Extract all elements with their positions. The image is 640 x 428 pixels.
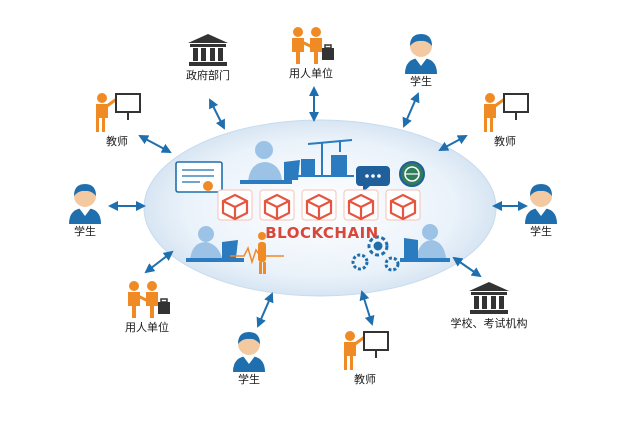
arrow-10 xyxy=(359,290,375,326)
node-label: 学校、考试机构 xyxy=(450,317,528,330)
handshake-employer-icon xyxy=(102,280,192,320)
block-1 xyxy=(259,189,295,221)
arrow-9 xyxy=(256,292,274,328)
node-label: 教师 xyxy=(354,373,376,386)
crane-factory-icon xyxy=(296,139,354,177)
arrow-2 xyxy=(402,92,420,128)
node-2: 学生 xyxy=(376,32,466,89)
certificate-icon xyxy=(175,161,223,193)
handshake-employer-icon xyxy=(266,26,356,66)
teacher-icon xyxy=(72,92,162,134)
student-icon xyxy=(376,32,466,74)
node-6: 学生 xyxy=(496,182,586,239)
node-label: 学生 xyxy=(238,373,260,386)
node-9: 学生 xyxy=(204,330,294,387)
student-icon xyxy=(496,182,586,224)
node-7: 学校、考试机构 xyxy=(444,280,534,331)
node-1: 用人单位 xyxy=(266,26,356,81)
node-label: 学生 xyxy=(530,225,552,238)
node-label: 学生 xyxy=(74,225,96,238)
laptop-user-right-icon xyxy=(400,224,450,262)
node-0: 政府部门 xyxy=(163,32,253,83)
block-2 xyxy=(301,189,337,221)
node-label: 教师 xyxy=(494,135,516,148)
node-label: 用人单位 xyxy=(125,321,169,334)
connection-arrows xyxy=(108,86,528,328)
health-figure-icon xyxy=(230,232,284,274)
laptop-user-icon xyxy=(186,226,244,262)
node-label: 用人单位 xyxy=(289,67,333,80)
arrow-8 xyxy=(144,250,174,274)
block-4 xyxy=(385,189,421,221)
teacher-icon xyxy=(460,92,550,134)
gears-icon xyxy=(351,235,400,272)
arrow-0 xyxy=(209,98,225,130)
block-3 xyxy=(343,189,379,221)
chat-bubble-icon xyxy=(356,166,390,192)
node-label: 教师 xyxy=(106,135,128,148)
school-building-icon xyxy=(444,280,534,316)
arrow-3 xyxy=(438,135,468,151)
blockchain-label: BLOCKCHAIN xyxy=(265,224,379,242)
node-label: 学生 xyxy=(410,75,432,88)
node-5: 学生 xyxy=(40,182,130,239)
blockchain-blocks xyxy=(217,189,421,221)
node-4: 教师 xyxy=(72,92,162,149)
node-label: 政府部门 xyxy=(186,69,230,82)
arrow-7 xyxy=(452,256,482,278)
node-8: 用人单位 xyxy=(102,280,192,335)
block-0 xyxy=(217,189,253,221)
node-10: 教师 xyxy=(320,330,410,387)
node-3: 教师 xyxy=(460,92,550,149)
student-icon xyxy=(204,330,294,372)
government-building-icon xyxy=(163,32,253,68)
globe-badge-icon xyxy=(399,161,425,187)
student-icon xyxy=(40,182,130,224)
teacher-icon xyxy=(320,330,410,372)
person-laptop-icon xyxy=(240,141,300,184)
arrow-4 xyxy=(138,135,172,153)
